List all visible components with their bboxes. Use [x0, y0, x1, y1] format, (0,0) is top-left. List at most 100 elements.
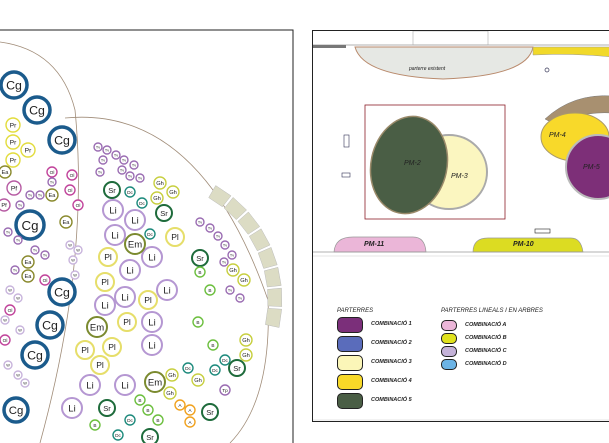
- plant-marker: [0, 334, 11, 346]
- bed-pm5[interactable]: [565, 134, 609, 200]
- plant-code: Tv: [216, 234, 220, 238]
- plant-marker: [5, 152, 21, 168]
- plant-code: Tv: [13, 268, 17, 272]
- plant-marker: [184, 404, 196, 416]
- plant-code: Ol: [3, 338, 8, 344]
- plant-marker: [124, 186, 136, 198]
- legend-lineals-title: PARTERRES LINEALS I EN ARBRES: [441, 308, 543, 314]
- plant-marker: [89, 419, 101, 431]
- legend-swatch: [441, 333, 457, 344]
- legend-swatch: [441, 359, 457, 370]
- plant-marker: [95, 167, 105, 177]
- plant-marker: [141, 334, 163, 356]
- plant-code: Gh: [242, 353, 250, 359]
- pm10-label: PM-10: [513, 241, 534, 248]
- plant-code: Gh: [229, 268, 237, 274]
- edge-paving: [208, 185, 283, 328]
- pm5-label: PM-5: [583, 164, 600, 171]
- plant-marker: [79, 374, 101, 396]
- plant-marker: [156, 279, 178, 301]
- legend-label: COMBINACIÓ D: [465, 360, 507, 367]
- plant-code: W: [6, 363, 10, 367]
- plant-code: Ea: [25, 274, 33, 280]
- plant-code: Gh: [240, 278, 248, 284]
- legend-swatch: [337, 393, 363, 409]
- plant-marker: [136, 197, 148, 209]
- plant-code: Tv: [230, 253, 234, 257]
- plant-marker: [98, 399, 116, 417]
- plant-code: B: [208, 288, 211, 294]
- plant-code: W: [16, 296, 20, 300]
- plant-code: Li: [163, 286, 170, 297]
- plant-code: B: [146, 408, 149, 414]
- legend-swatch: [337, 355, 363, 371]
- bed-pm10[interactable]: [472, 237, 584, 253]
- plant-code: B: [198, 270, 201, 276]
- pm11-label: PM-11: [364, 241, 385, 248]
- plant-code: A: [188, 408, 192, 414]
- plant-code: Tv: [120, 168, 124, 172]
- plant-code: Tv: [138, 176, 142, 180]
- plant-marker: [220, 240, 230, 250]
- plant-codes: CgCgCgCgCgCgCgCgPrPrPrPrEaEaEaEaEaPfPfOl…: [1, 79, 249, 442]
- plant-marker: [94, 294, 116, 316]
- plant-marker: [6, 180, 22, 196]
- plant-code: Li: [121, 293, 128, 304]
- plant-marker: [153, 176, 167, 190]
- plant-marker: [219, 257, 229, 267]
- plant-marker: [124, 233, 146, 255]
- plant-code: Cg: [29, 104, 45, 118]
- bed-pm2[interactable]: [362, 109, 457, 221]
- plant-code: Sr: [160, 209, 168, 218]
- plant-marker: [15, 200, 25, 210]
- plant-code: Gh: [168, 373, 176, 379]
- plant-code: Dc: [147, 232, 153, 238]
- plant-marker: [5, 285, 15, 295]
- plant-code: Tv: [198, 220, 202, 224]
- plant-code: Li: [121, 381, 128, 392]
- plant-marker: [102, 337, 122, 357]
- plant-marker: [124, 209, 146, 231]
- pm3-label: PM-3: [451, 173, 468, 180]
- plant-code: Tv: [101, 158, 105, 162]
- plant-code: Pl: [81, 345, 89, 355]
- plant-code: Tv: [33, 248, 37, 252]
- plant-code: Ol: [43, 278, 48, 284]
- plant-marker: [22, 95, 52, 125]
- legend-swatch: [441, 346, 457, 357]
- pm2-label: PM-2: [404, 160, 421, 167]
- plant-marker: [4, 304, 16, 316]
- plant-marker: [0, 165, 12, 179]
- plant-marker: [46, 166, 58, 178]
- plant-marker: [70, 270, 80, 280]
- plant-marker: [104, 224, 126, 246]
- plant-marker: [13, 293, 23, 303]
- plant-code: Pr: [10, 122, 17, 129]
- plant-marker: [144, 371, 166, 393]
- legend-label: COMBINACIÓ C: [465, 347, 507, 354]
- plant-marker: [192, 316, 204, 328]
- plant-marker: [64, 184, 76, 196]
- bed-pm11[interactable]: [333, 236, 427, 253]
- plant-marker: [35, 190, 45, 200]
- plant-marker: [13, 370, 23, 380]
- plant-marker: [235, 293, 245, 303]
- plant-code: Ol: [8, 308, 13, 314]
- plant-code: Tv: [50, 180, 54, 184]
- plant-marker: [5, 117, 21, 133]
- plant-code: B: [196, 320, 199, 326]
- plant-code: Em: [128, 240, 142, 251]
- plant-marker: [219, 354, 231, 366]
- plant-marker: [75, 340, 95, 360]
- site-plan-panel: parterre existent PM-2 PM-3 PM-4 PM-5 PM…: [312, 30, 609, 422]
- plant-code: Dc: [212, 368, 218, 374]
- plant-marker: [138, 290, 158, 310]
- plant-code: Pf: [11, 185, 17, 192]
- plant-code: W: [68, 243, 72, 247]
- plant-code: Sr: [108, 186, 116, 195]
- plant-code: Ol: [76, 203, 81, 209]
- planting-plan-detail: CgCgCgCgCgCgCgCgPrPrPrPrEaEaEaEaEaPfPfOl…: [0, 29, 294, 443]
- plant-code: Gh: [169, 190, 177, 196]
- plant-code: Tv: [222, 260, 226, 264]
- plant-code: Gh: [194, 378, 202, 384]
